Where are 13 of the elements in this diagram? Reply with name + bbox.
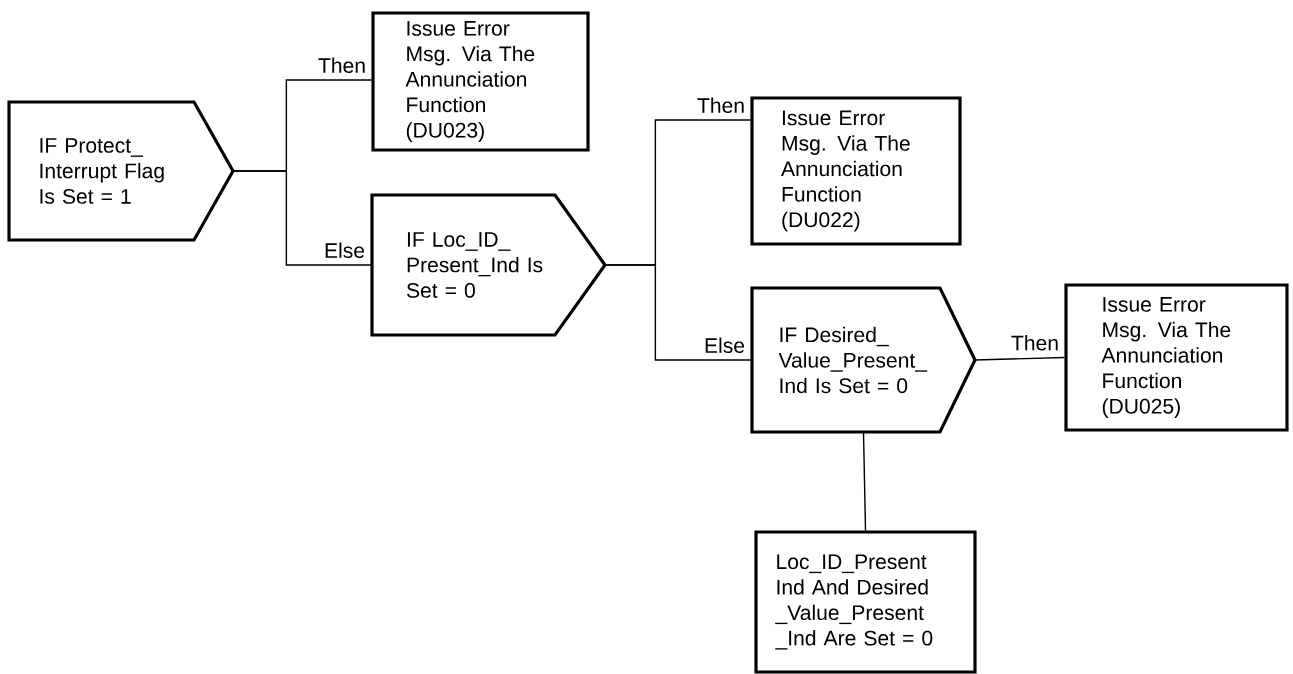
edge-label: Then: [315, 54, 369, 76]
edge-label: Else: [701, 334, 748, 356]
process-box: Loc_ID_Present Ind And Desired _Value_Present _Ind Are Set = 0: [754, 530, 977, 674]
process-box: Issue Error Msg. Via The Annunciation Function (DU022): [750, 96, 962, 246]
edge-label: Else: [321, 239, 368, 261]
connector-line: [232, 170, 373, 266]
edge-label: Then: [1008, 332, 1062, 354]
connector-line: [862, 431, 867, 532]
process-box: Issue Error Msg. Via The Annunciation Function (DU023): [371, 11, 590, 152]
connector-line: [604, 264, 753, 361]
connector-line: [974, 356, 1066, 361]
process-box: Issue Error Msg. Via The Annunciation Function (DU025): [1064, 283, 1289, 432]
edge-label: Then: [694, 94, 748, 116]
